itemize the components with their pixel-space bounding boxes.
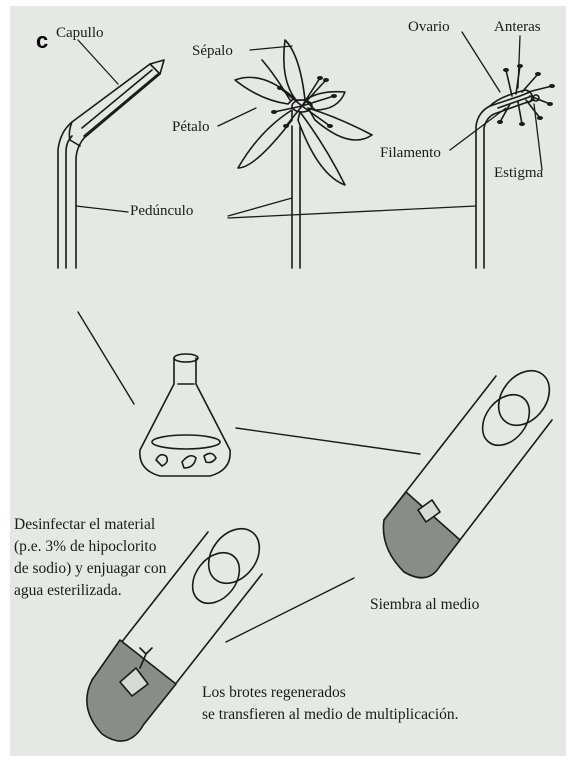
bud-drawing bbox=[58, 60, 164, 268]
flower-drawing bbox=[235, 40, 372, 268]
dissected-anthers bbox=[497, 64, 555, 126]
caption-brotes-line: Los brotes regenerados bbox=[202, 682, 459, 704]
flask-drawing bbox=[140, 354, 230, 476]
caption-desinfectar-line: Desinfectar el material bbox=[14, 514, 166, 536]
label-sepalo: Sépalo bbox=[192, 44, 233, 59]
upper-test-tube bbox=[383, 361, 559, 578]
label-pedunculo: Pedúnculo bbox=[130, 204, 193, 219]
label-anteras: Anteras bbox=[494, 20, 541, 35]
label-estigma: Estigma bbox=[494, 166, 543, 181]
label-petalo: Pétalo bbox=[172, 120, 210, 135]
label-capullo: Capullo bbox=[56, 26, 104, 41]
caption-desinfectar-line: (p.e. 3% de hipoclorito bbox=[14, 536, 166, 558]
caption-brotes: Los brotes regenerados se transfieren al… bbox=[202, 682, 459, 726]
label-filamento: Filamento bbox=[380, 146, 441, 161]
caption-desinfectar-line: de sodio) y enjuagar con bbox=[14, 558, 166, 580]
caption-siembra: Siembra al medio bbox=[370, 594, 479, 616]
label-ovario: Ovario bbox=[408, 20, 450, 35]
caption-desinfectar-line: agua esterilizada. bbox=[14, 580, 166, 602]
panel-letter: c bbox=[36, 30, 48, 52]
caption-desinfectar: Desinfectar el material (p.e. 3% de hipo… bbox=[14, 514, 166, 602]
caption-brotes-line: se transfieren al medio de multiplicació… bbox=[202, 704, 459, 726]
